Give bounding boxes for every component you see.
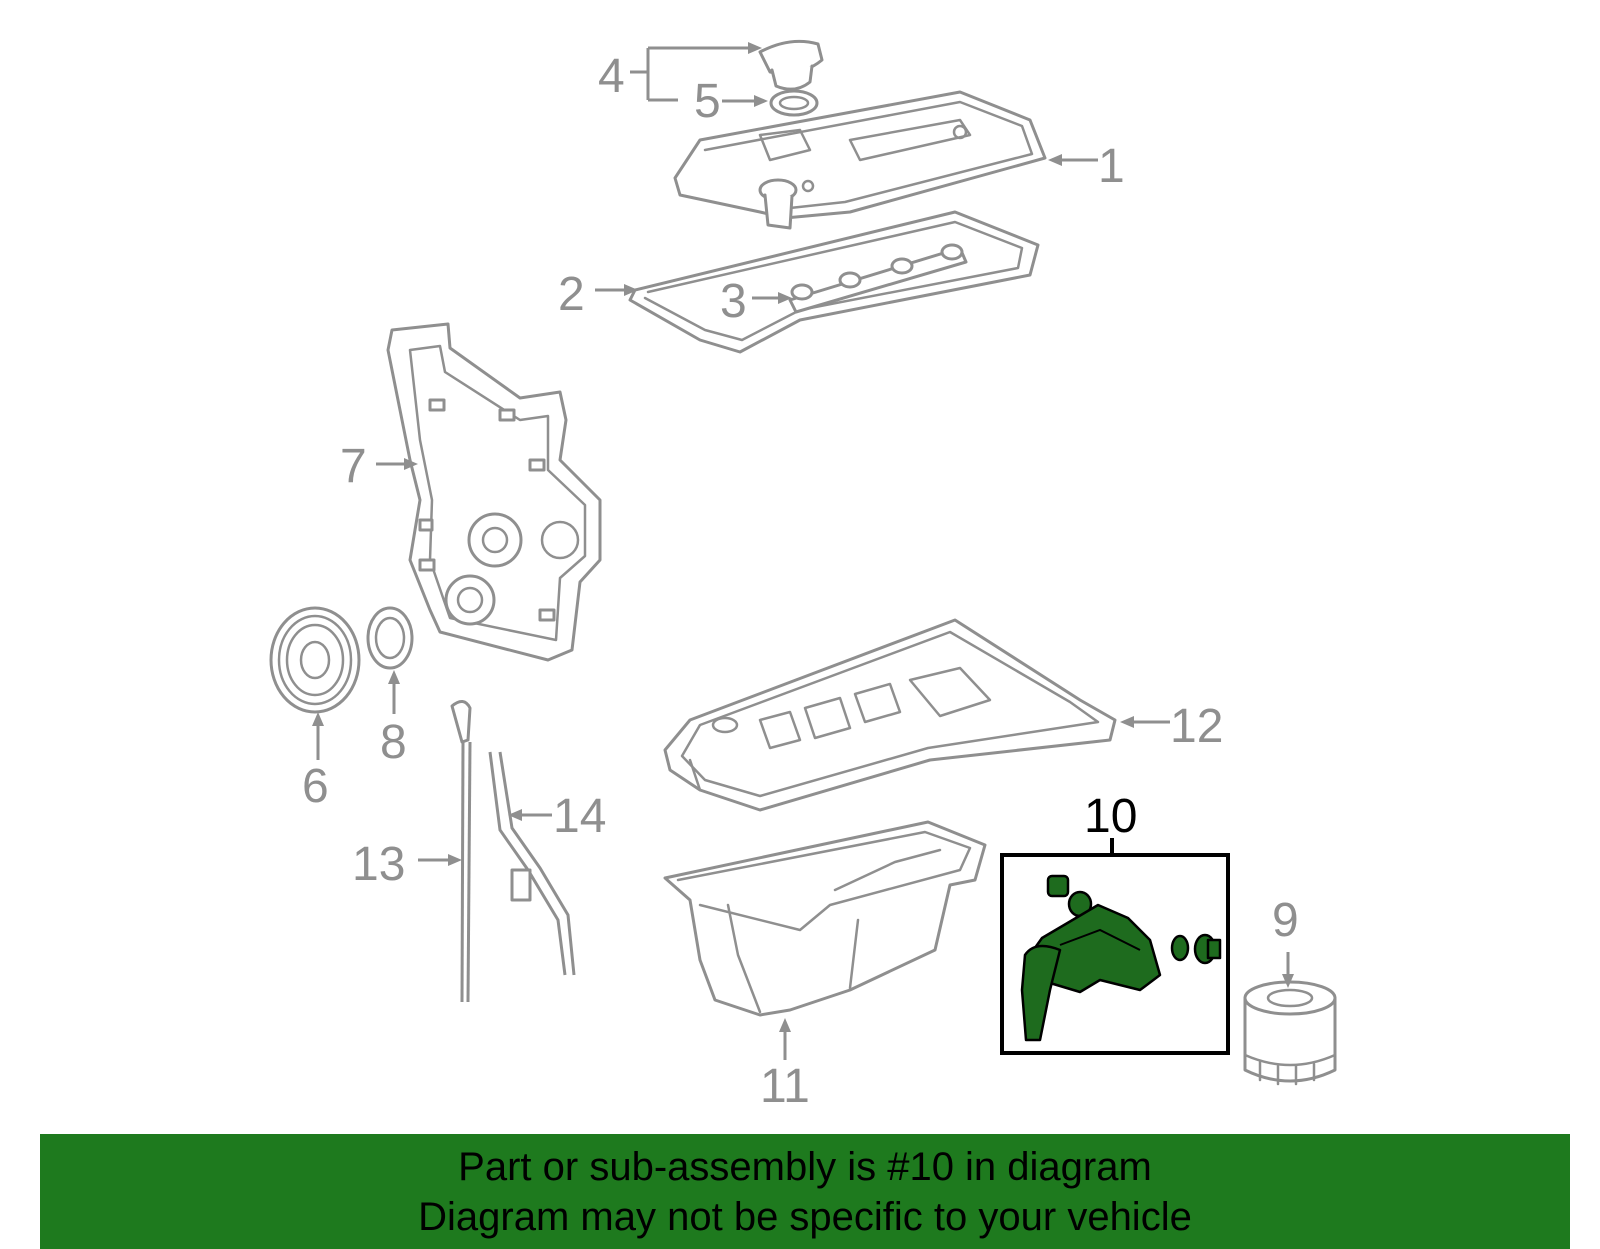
part-lower-oil-pan[interactable] <box>663 820 987 1017</box>
callout-6: 6 <box>302 760 329 813</box>
part-oil-filter[interactable] <box>1243 980 1337 1086</box>
callout-8: 8 <box>380 716 407 769</box>
callout-2: 2 <box>558 268 585 321</box>
leader-lines <box>312 42 1294 1060</box>
callout-14: 14 <box>553 790 606 843</box>
callout-1: 1 <box>1098 140 1125 193</box>
part-front-crank-seal[interactable] <box>366 606 414 670</box>
part-valve-cover-gasket[interactable] <box>628 210 1040 354</box>
part-oil-filler-cap[interactable] <box>758 39 824 91</box>
callout-13: 13 <box>352 838 405 891</box>
part-upper-oil-pan[interactable] <box>663 618 1117 812</box>
part-oil-dipstick[interactable] <box>450 700 472 1003</box>
callout-10: 10 <box>1084 790 1137 843</box>
part-spark-plug-seal-set[interactable] <box>788 243 968 314</box>
banner-line-1: Part or sub-assembly is #10 in diagram <box>458 1145 1152 1189</box>
callout-4: 4 <box>598 50 625 103</box>
callout-12: 12 <box>1170 700 1223 753</box>
highlighted-part-10-group[interactable] <box>1000 853 1230 1055</box>
part-crankshaft-pulley[interactable] <box>269 606 361 714</box>
callout-5: 5 <box>694 75 721 128</box>
part-valve-cover[interactable] <box>673 90 1047 230</box>
callout-11: 11 <box>760 1060 810 1113</box>
callout-9: 9 <box>1272 894 1299 947</box>
part-filler-cap-gasket[interactable] <box>769 89 819 117</box>
notice-banner: Part or sub-assembly is #10 in diagram D… <box>40 1134 1570 1249</box>
callout-7: 7 <box>340 440 367 493</box>
part-dipstick-tube[interactable] <box>488 751 576 976</box>
banner-line-2: Diagram may not be specific to your vehi… <box>418 1195 1192 1239</box>
part-timing-cover[interactable] <box>386 322 602 662</box>
callout-3: 3 <box>720 275 747 328</box>
